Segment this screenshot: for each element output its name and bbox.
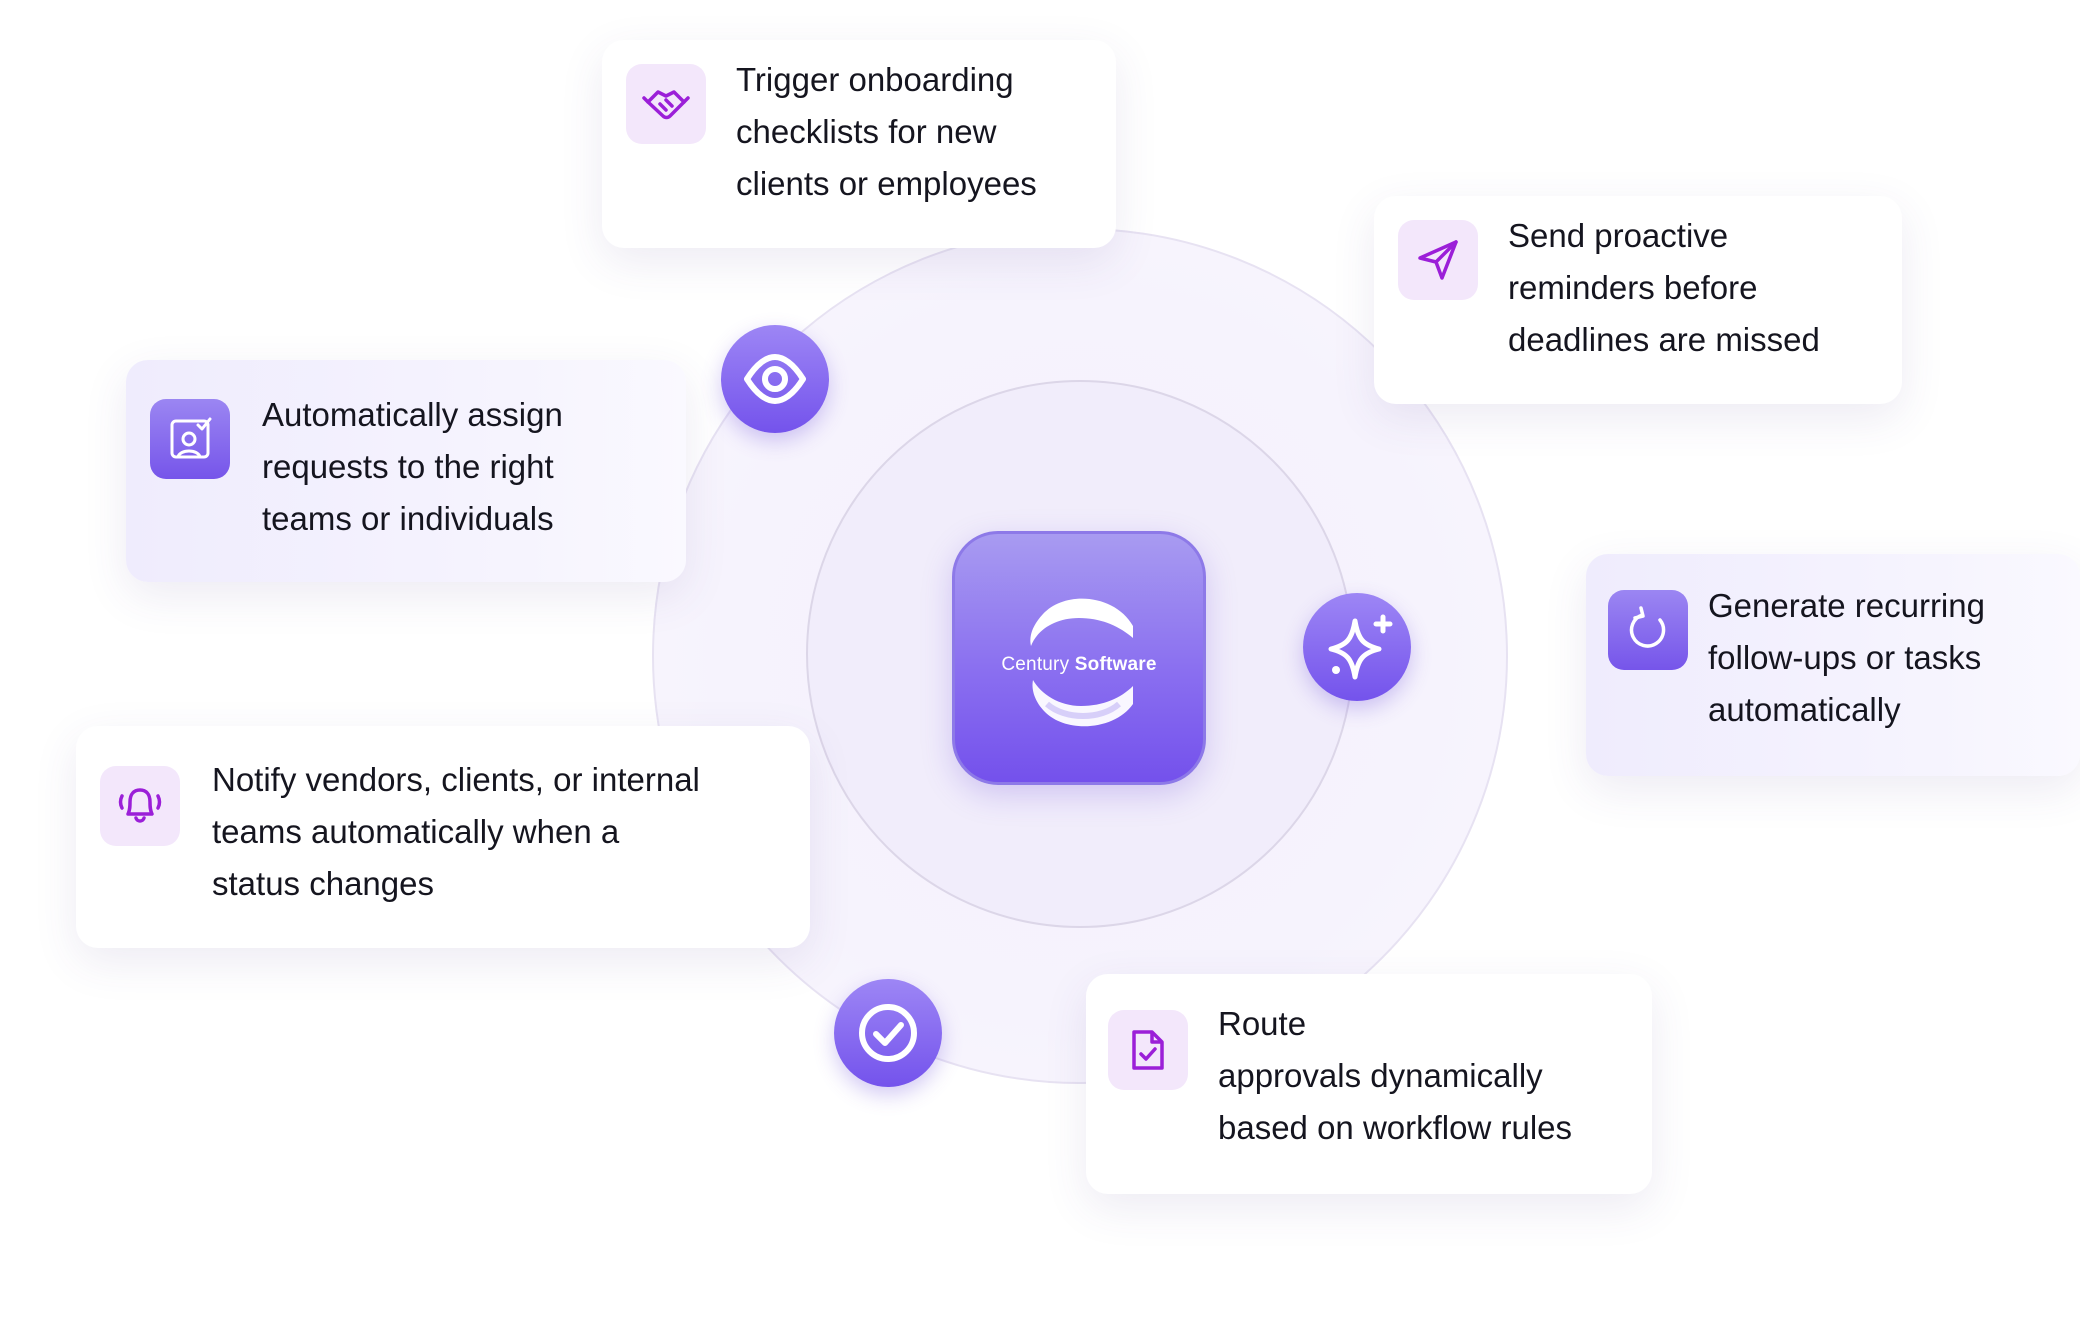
eye-bubble [721, 325, 829, 433]
logo-brand-bold: Software [1074, 654, 1157, 675]
card-onboarding-text: Trigger onboarding checklists for new cl… [736, 61, 1037, 202]
logo-mark-icon [1030, 598, 1133, 727]
check-circle-icon [859, 1004, 917, 1062]
card-icon-box [1108, 1010, 1188, 1090]
card-reminders: Send proactive reminders before deadline… [1374, 196, 1902, 404]
sparkle-bubble [1303, 593, 1411, 701]
card-icon-box [100, 766, 180, 846]
eye-icon [744, 354, 806, 404]
logo-wordmark: Century Software [955, 654, 1203, 676]
card-assign-text: Automatically assign requests to the rig… [262, 396, 563, 537]
sparkle-icon [1328, 614, 1393, 680]
card-approvals-text: Route approvals dynamically based on wor… [1218, 1005, 1573, 1146]
card-icon-box [150, 399, 230, 479]
card-icon-box [1398, 220, 1478, 300]
user-assign-icon [170, 417, 212, 459]
card-assign: Automatically assign requests to the rig… [126, 360, 686, 582]
handshake-icon [642, 90, 690, 120]
card-icon-box [1608, 590, 1688, 670]
card-notify: Notify vendors, clients, or internal tea… [76, 726, 810, 948]
card-icon-box [626, 64, 706, 144]
check-bubble [834, 979, 942, 1087]
bell-icon [118, 788, 162, 823]
century-software-logo: Century Software [952, 531, 1206, 785]
refresh-icon [1629, 606, 1666, 648]
send-icon [1418, 240, 1458, 280]
logo-brand-light: Century [1001, 654, 1070, 675]
document-check-icon [1132, 1030, 1164, 1070]
card-recurring: Generate recurring follow-ups or tasks a… [1586, 554, 2080, 776]
card-approvals: Route approvals dynamically based on wor… [1086, 974, 1652, 1194]
card-onboarding: Trigger onboarding checklists for new cl… [602, 40, 1116, 248]
card-recurring-text: Generate recurring follow-ups or tasks a… [1708, 587, 1985, 728]
card-notify-text: Notify vendors, clients, or internal tea… [212, 761, 700, 902]
card-reminders-text: Send proactive reminders before deadline… [1508, 217, 1820, 358]
